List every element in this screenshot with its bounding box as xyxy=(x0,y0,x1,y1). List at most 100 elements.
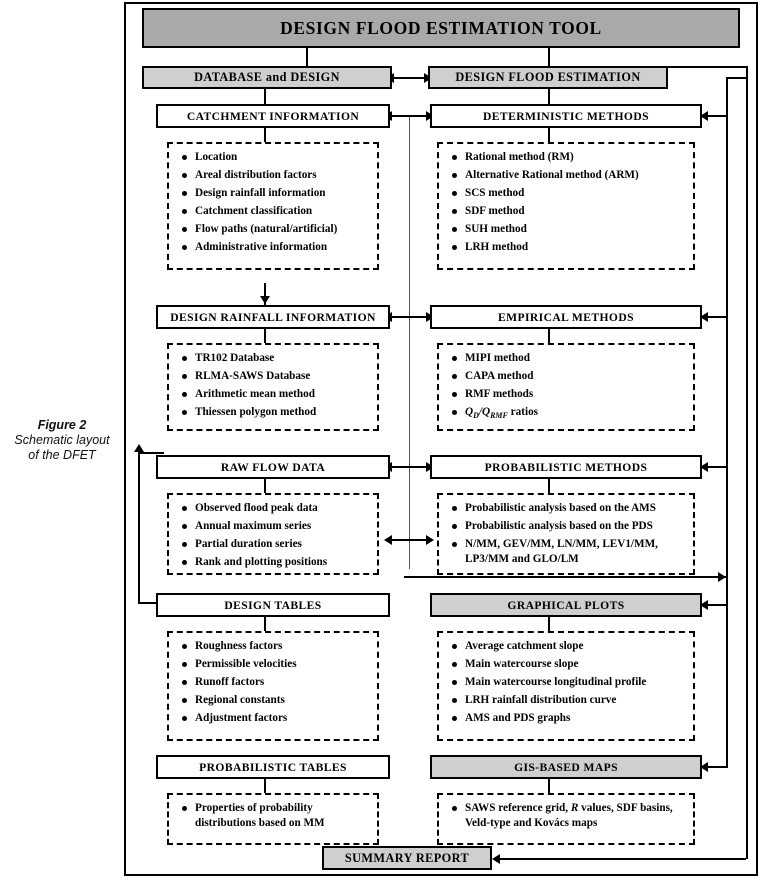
summary-report-box[interactable]: SUMMARY REPORT xyxy=(322,846,492,870)
arrowhead-gis xyxy=(700,762,708,772)
figure-caption: Figure 2 Schematic layout of the DFET xyxy=(4,418,120,463)
list-item: Location xyxy=(182,150,373,165)
list-item: Rational method (RM) xyxy=(452,150,689,165)
list-item: RMF methods xyxy=(452,387,689,402)
ratio-q1-sub: D xyxy=(473,410,479,420)
connector-dfe-to-deterministic xyxy=(548,89,550,104)
stem-gis xyxy=(548,779,550,793)
connector-title-to-right xyxy=(548,48,550,66)
graphical-plots-header[interactable]: GRAPHICAL PLOTS xyxy=(430,593,702,617)
list-item: Probabilistic analysis based on the PDS xyxy=(452,519,689,534)
caption-line-2: of the DFET xyxy=(28,448,96,462)
connector-to-deterministic xyxy=(706,115,728,117)
design-flood-estimation-box[interactable]: DESIGN FLOOD ESTIMATION xyxy=(428,66,668,89)
connector-right-bus-join xyxy=(726,77,748,79)
stem-catchment xyxy=(264,128,266,142)
arrowhead-empirical xyxy=(700,312,708,322)
empirical-methods-panel: MIPI method CAPA method RMF methods QD/Q… xyxy=(437,343,695,431)
gis-based-maps-header[interactable]: GIS-BASED MAPS xyxy=(430,755,702,779)
stem-probabilistic xyxy=(548,479,550,493)
raw-flow-data-panel: Observed flood peak data Annual maximum … xyxy=(167,493,379,575)
probabilistic-methods-header[interactable]: PROBABILISTIC METHODS xyxy=(430,455,702,479)
list-item: Administrative information xyxy=(182,240,373,255)
list-item: SDF method xyxy=(452,204,689,219)
deterministic-methods-panel: Rational method (RM) Alternative Rationa… xyxy=(437,142,695,270)
graphical-plots-panel: Average catchment slope Main watercourse… xyxy=(437,631,695,741)
raw-flow-data-header[interactable]: RAW FLOW DATA xyxy=(156,455,390,479)
list-item: Roughness factors xyxy=(182,639,373,654)
list-item: Observed flood peak data xyxy=(182,501,373,516)
title-box: DESIGN FLOOD ESTIMATION TOOL xyxy=(142,8,740,48)
design-rainfall-information-panel: TR102 Database RLMA-SAWS Database Arithm… xyxy=(167,343,379,431)
probabilistic-tables-header[interactable]: PROBABILISTIC TABLES xyxy=(156,755,390,779)
list-item: Adjustment factors xyxy=(182,711,373,726)
database-and-design-box[interactable]: DATABASE and DESIGN xyxy=(142,66,392,89)
connector-to-summary xyxy=(498,858,746,860)
gis-item-italic: R xyxy=(570,802,579,814)
list-item: CAPA method xyxy=(452,369,689,384)
ratio-q1: Q xyxy=(465,405,474,418)
list-item: LRH rainfall distribution curve xyxy=(452,693,689,708)
empirical-methods-header[interactable]: EMPIRICAL METHODS xyxy=(430,305,702,329)
stem-probabilistic-tables xyxy=(264,779,266,793)
list-item: SAWS reference grid, R values, SDF basin… xyxy=(452,801,689,831)
connector-feedback-right xyxy=(404,576,726,578)
connector-title-to-left xyxy=(306,48,308,66)
connector-center-bus xyxy=(409,116,410,569)
arrowhead-row-3-panels-left xyxy=(384,535,392,545)
connector-to-probabilistic xyxy=(706,466,728,468)
list-item-ratio: QD/QRMF ratios xyxy=(452,405,689,424)
list-item: Alternative Rational method (ARM) xyxy=(452,168,689,183)
connector-left-feedback-top xyxy=(138,452,164,454)
gis-item-prefix: SAWS reference grid, xyxy=(465,802,571,814)
list-item: Runoff factors xyxy=(182,675,373,690)
list-item: Partial duration series xyxy=(182,537,373,552)
list-item: LRH method xyxy=(452,240,689,255)
list-item: Average catchment slope xyxy=(452,639,689,654)
catchment-information-header[interactable]: CATCHMENT INFORMATION xyxy=(156,104,390,128)
list-item: SCS method xyxy=(452,186,689,201)
connector-right-bus-outer xyxy=(746,66,748,859)
arrowhead-feedback-right xyxy=(718,572,726,582)
design-tables-header[interactable]: DESIGN TABLES xyxy=(156,593,390,617)
ratio-q2: Q xyxy=(481,405,491,418)
list-item: MIPI method xyxy=(452,351,689,366)
stem-design-tables xyxy=(264,617,266,631)
list-item: Design rainfall information xyxy=(182,186,373,201)
catchment-information-panel: Location Areal distribution factors Desi… xyxy=(167,142,379,270)
arrowhead-summary xyxy=(492,854,500,864)
connector-catchment-to-rainfall xyxy=(264,283,266,305)
ratio-separator: / xyxy=(478,405,482,418)
list-item: Arithmetic mean method xyxy=(182,387,373,402)
list-item: Areal distribution factors xyxy=(182,168,373,183)
arrowhead-catchment-to-rainfall xyxy=(260,296,270,304)
arrowhead-graphical xyxy=(700,600,708,610)
stem-design-rainfall xyxy=(264,329,266,343)
list-item: Main watercourse slope xyxy=(452,657,689,672)
list-item: Annual maximum series xyxy=(182,519,373,534)
connector-left-feedback-bottom xyxy=(138,602,164,604)
connector-right-bus-inner xyxy=(726,77,728,767)
connector-row-2 xyxy=(390,316,430,318)
gis-based-maps-panel: SAWS reference grid, R values, SDF basin… xyxy=(437,793,695,845)
probabilistic-tables-panel: Properties of probability distributions … xyxy=(167,793,379,845)
arrowhead-probabilistic xyxy=(700,462,708,472)
list-item: Flow paths (natural/artificial) xyxy=(182,222,373,237)
list-item: Properties of probability distributions … xyxy=(182,801,373,831)
ratio-suffix: ratios xyxy=(507,405,539,418)
stem-raw-flow xyxy=(264,479,266,493)
list-item: N/MM, GEV/MM, LN/MM, LEV1/MM, LP3/MM and… xyxy=(452,537,689,567)
connector-branches xyxy=(392,77,428,79)
deterministic-methods-header[interactable]: DETERMINISTIC METHODS xyxy=(430,104,702,128)
list-item: RLMA-SAWS Database xyxy=(182,369,373,384)
list-item: Main watercourse longitudinal profile xyxy=(452,675,689,690)
gis-item-suffix: values, SDF basins, Veld-type and Kovács… xyxy=(465,802,673,829)
connector-to-empirical xyxy=(706,316,728,318)
stem-deterministic xyxy=(548,128,550,142)
connector-to-gis xyxy=(706,766,728,768)
design-rainfall-information-header[interactable]: DESIGN RAINFALL INFORMATION xyxy=(156,305,390,329)
connector-left-feedback xyxy=(138,452,140,604)
list-item: SUH method xyxy=(452,222,689,237)
list-item: Probabilistic analysis based on the AMS xyxy=(452,501,689,516)
